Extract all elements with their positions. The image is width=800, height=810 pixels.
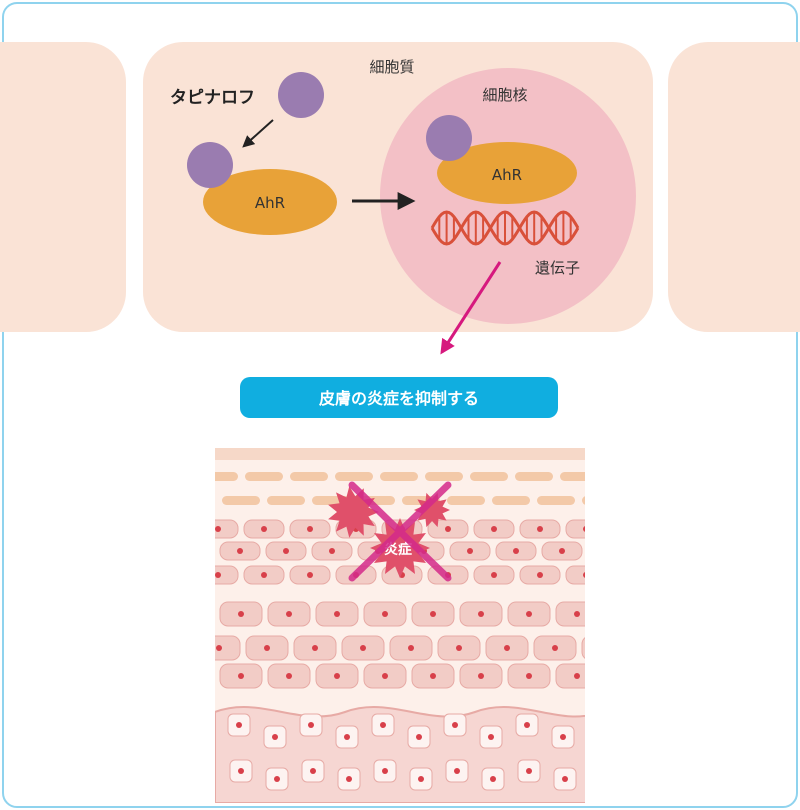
inflammation-marker: 炎症: [328, 486, 450, 578]
dna-icon: [430, 210, 580, 246]
ahr-nucleus-label: AhR: [492, 166, 522, 184]
cytoplasm-label: 細胞質: [369, 58, 414, 76]
neighbor-cell-left: [0, 42, 126, 332]
result-banner-text: 皮膚の炎症を抑制する: [318, 389, 479, 408]
cross-mark-icon: [348, 481, 452, 582]
effect-arrow: [440, 261, 502, 355]
inflammation-label: 炎症: [384, 541, 412, 558]
ahr-label: AhR: [255, 194, 285, 212]
binding-arrow: [242, 119, 274, 148]
tapinarof-molecule: [278, 72, 324, 118]
bound-tapinarof: [187, 142, 233, 188]
skin-cross-section: [215, 448, 585, 803]
nucleus-label: 細胞核: [482, 86, 527, 104]
neighbor-cell-right: [668, 42, 800, 332]
gene-label: 遺伝子: [535, 259, 580, 277]
result-banner: [240, 377, 558, 418]
ahr-in-nucleus: [437, 142, 577, 204]
ahr-receptor: [203, 169, 337, 235]
tapinarof-in-nucleus: [426, 115, 472, 161]
tapinarof-label: タピナロフ: [170, 88, 255, 108]
